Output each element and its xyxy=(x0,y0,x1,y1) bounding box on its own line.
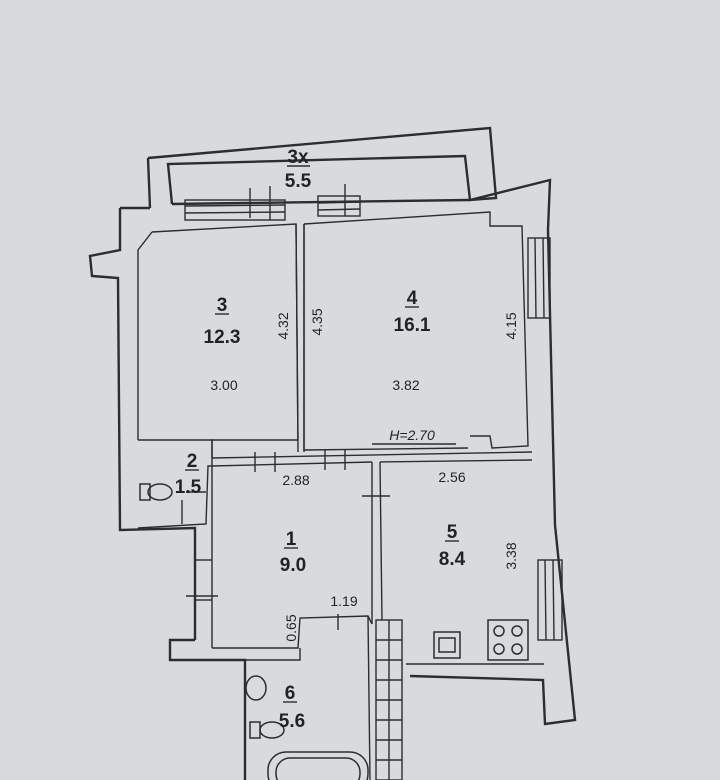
dim-room5-width: 2.56 xyxy=(438,469,465,485)
dim-corridor-width: 1.19 xyxy=(330,593,357,609)
room-5-number: 5 xyxy=(447,522,458,543)
room-2-area: 1.5 xyxy=(175,477,202,498)
dimension-labels: 4.32 3.00 4.35 4.15 3.82 2.88 2.56 3.38 … xyxy=(210,308,519,641)
dim-room3-width: 3.00 xyxy=(210,377,237,393)
room-4-number: 4 xyxy=(407,288,418,309)
dim-room4-depth-left: 4.35 xyxy=(309,308,325,335)
dim-room4-depth-right: 4.15 xyxy=(503,312,519,339)
fixtures xyxy=(139,483,529,780)
dim-room5-depth: 3.38 xyxy=(503,542,519,569)
stove-icon xyxy=(487,619,529,661)
door-ticks xyxy=(186,450,390,630)
dim-room4-width: 3.82 xyxy=(392,377,419,393)
room-3-area: 12.3 xyxy=(204,327,241,348)
room-balcony-area: 5.5 xyxy=(285,171,312,192)
washbasin-icon xyxy=(245,675,267,701)
room-4-area: 16.1 xyxy=(394,315,431,336)
dim-corridor-depth: 0.65 xyxy=(283,614,299,641)
sink-icon xyxy=(433,631,461,659)
room-1-number: 1 xyxy=(286,529,297,550)
room-6-area: 5.6 xyxy=(279,711,305,732)
room-balcony-number: 3х xyxy=(287,147,309,168)
room-1-area: 9.0 xyxy=(280,555,306,576)
outer-walls xyxy=(88,126,577,780)
room-2-number: 2 xyxy=(187,451,198,472)
toilet-icon xyxy=(139,483,173,501)
inner-walls xyxy=(137,211,544,780)
dim-room1-width: 2.88 xyxy=(282,472,309,488)
windows xyxy=(184,184,563,641)
room-3-number: 3 xyxy=(217,295,228,316)
bathtub-icon xyxy=(267,751,369,780)
room-labels: 3х 5.5 3 12.3 4 16.1 2 1.5 1 9.0 5 8.4 6… xyxy=(175,147,466,732)
ceiling-height-label: H=2.70 xyxy=(389,427,435,443)
dim-room3-depth: 4.32 xyxy=(275,312,291,339)
room-6-number: 6 xyxy=(285,683,296,704)
room-5-area: 8.4 xyxy=(439,549,466,570)
toilet-icon-bathroom xyxy=(249,721,285,739)
